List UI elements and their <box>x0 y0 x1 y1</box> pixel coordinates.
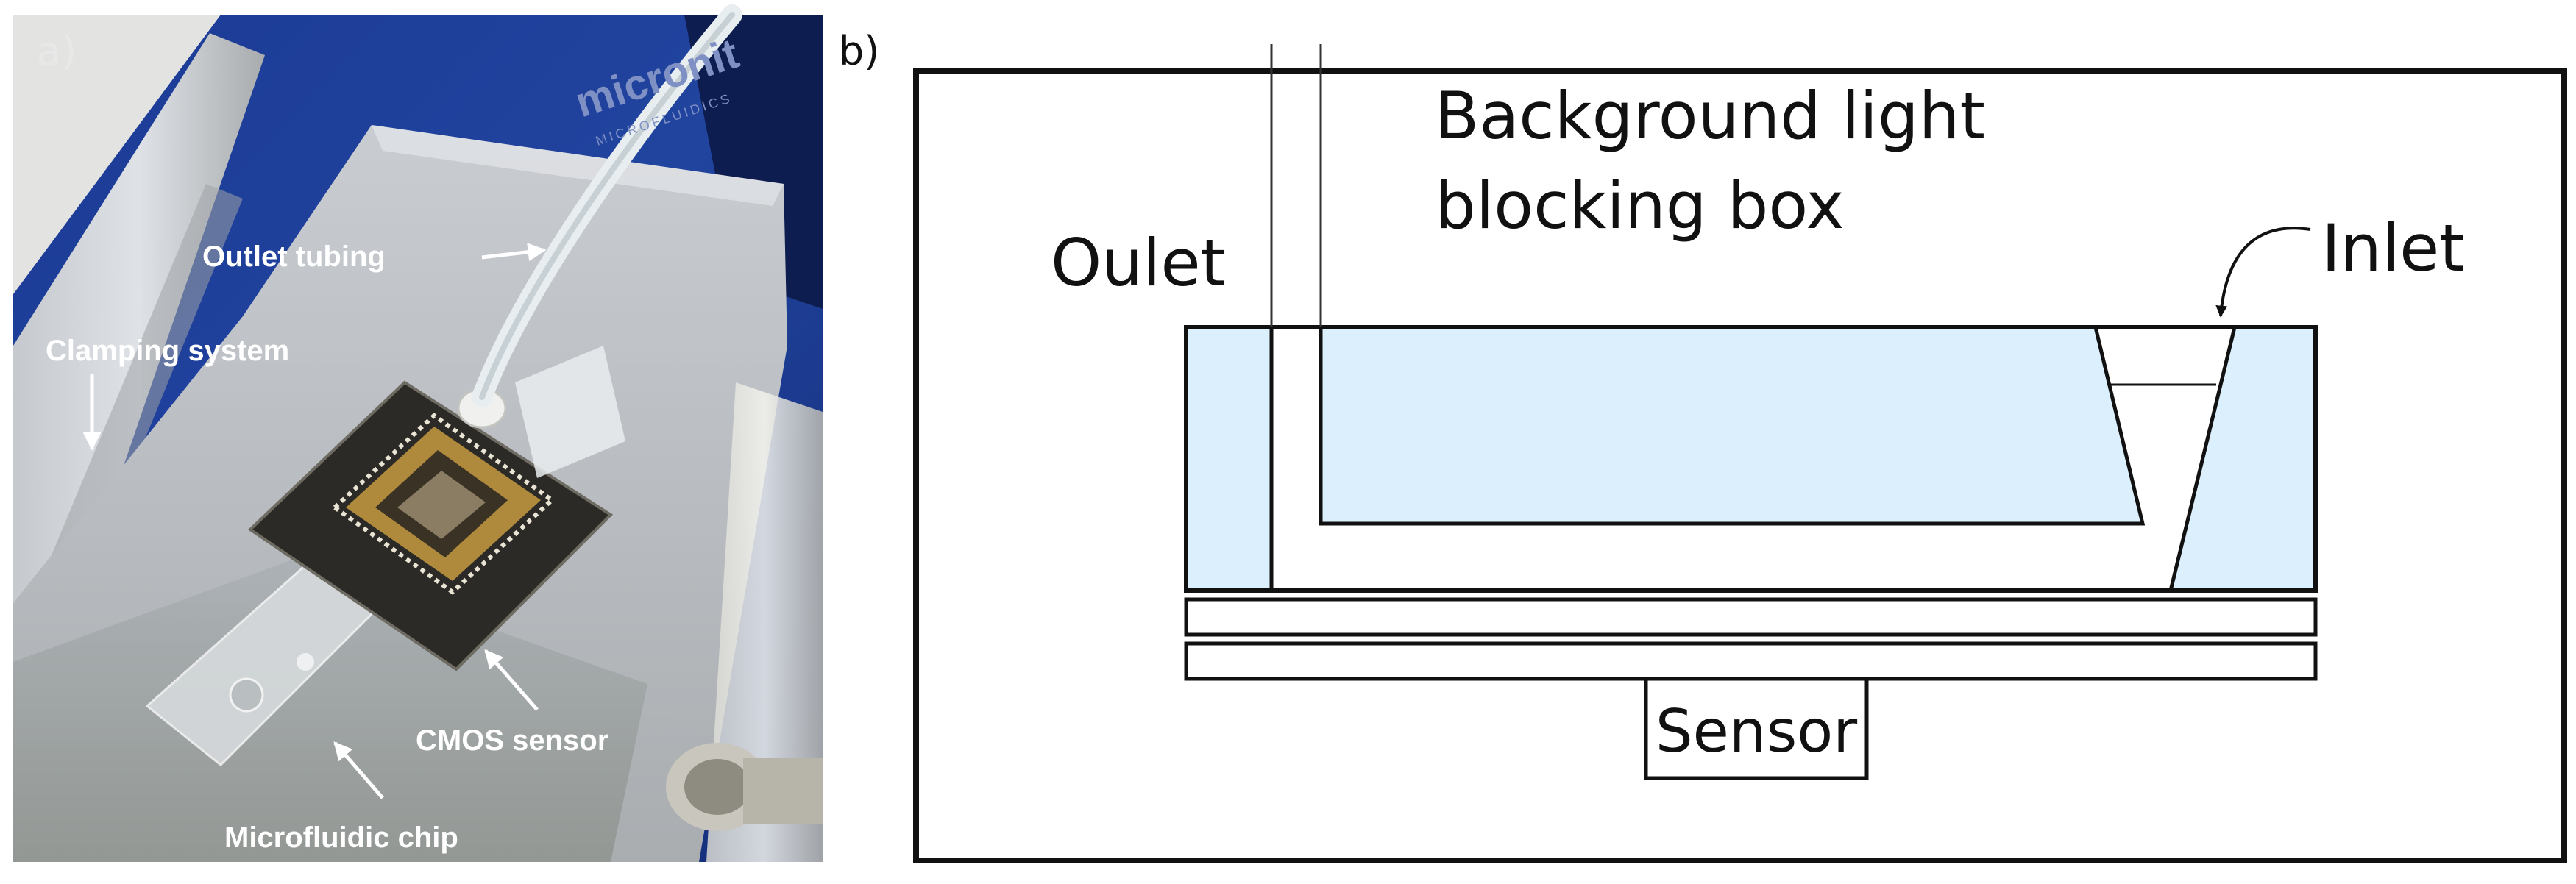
sensor-box <box>1644 677 1869 780</box>
sensor-label: Sensor <box>1656 697 1857 766</box>
panel-b-schematic: b) Background light blocking box Oulet I… <box>839 28 2567 863</box>
arrow-inlet <box>2215 227 2311 318</box>
arrow-outlet-tubing <box>481 243 547 262</box>
label-clamping-system: Clamping system <box>46 335 289 367</box>
label-microfluidic-chip: Microfluidic chip <box>224 821 458 854</box>
panel-a-tag: a) <box>37 28 77 74</box>
box-title-line1: Background light <box>1435 78 1985 154</box>
panel-b-tag: b) <box>839 28 879 74</box>
glass-layer-bottom <box>1184 641 2318 681</box>
label-inlet: Inlet <box>2321 210 2465 286</box>
label-outlet-tubing: Outlet tubing <box>202 240 386 273</box>
box-title-line2: blocking box <box>1435 168 1845 243</box>
glass-layer-top <box>1184 597 2318 637</box>
arrow-microfluidic-chip <box>333 741 384 799</box>
panel-a-photo: micronit MICROFLUIDICS a) Outlet tubing … <box>13 4 823 862</box>
arrow-cmos-sensor <box>484 649 539 711</box>
label-cmos-sensor: CMOS sensor <box>416 724 608 757</box>
label-outlet: Oulet <box>1051 225 1226 301</box>
